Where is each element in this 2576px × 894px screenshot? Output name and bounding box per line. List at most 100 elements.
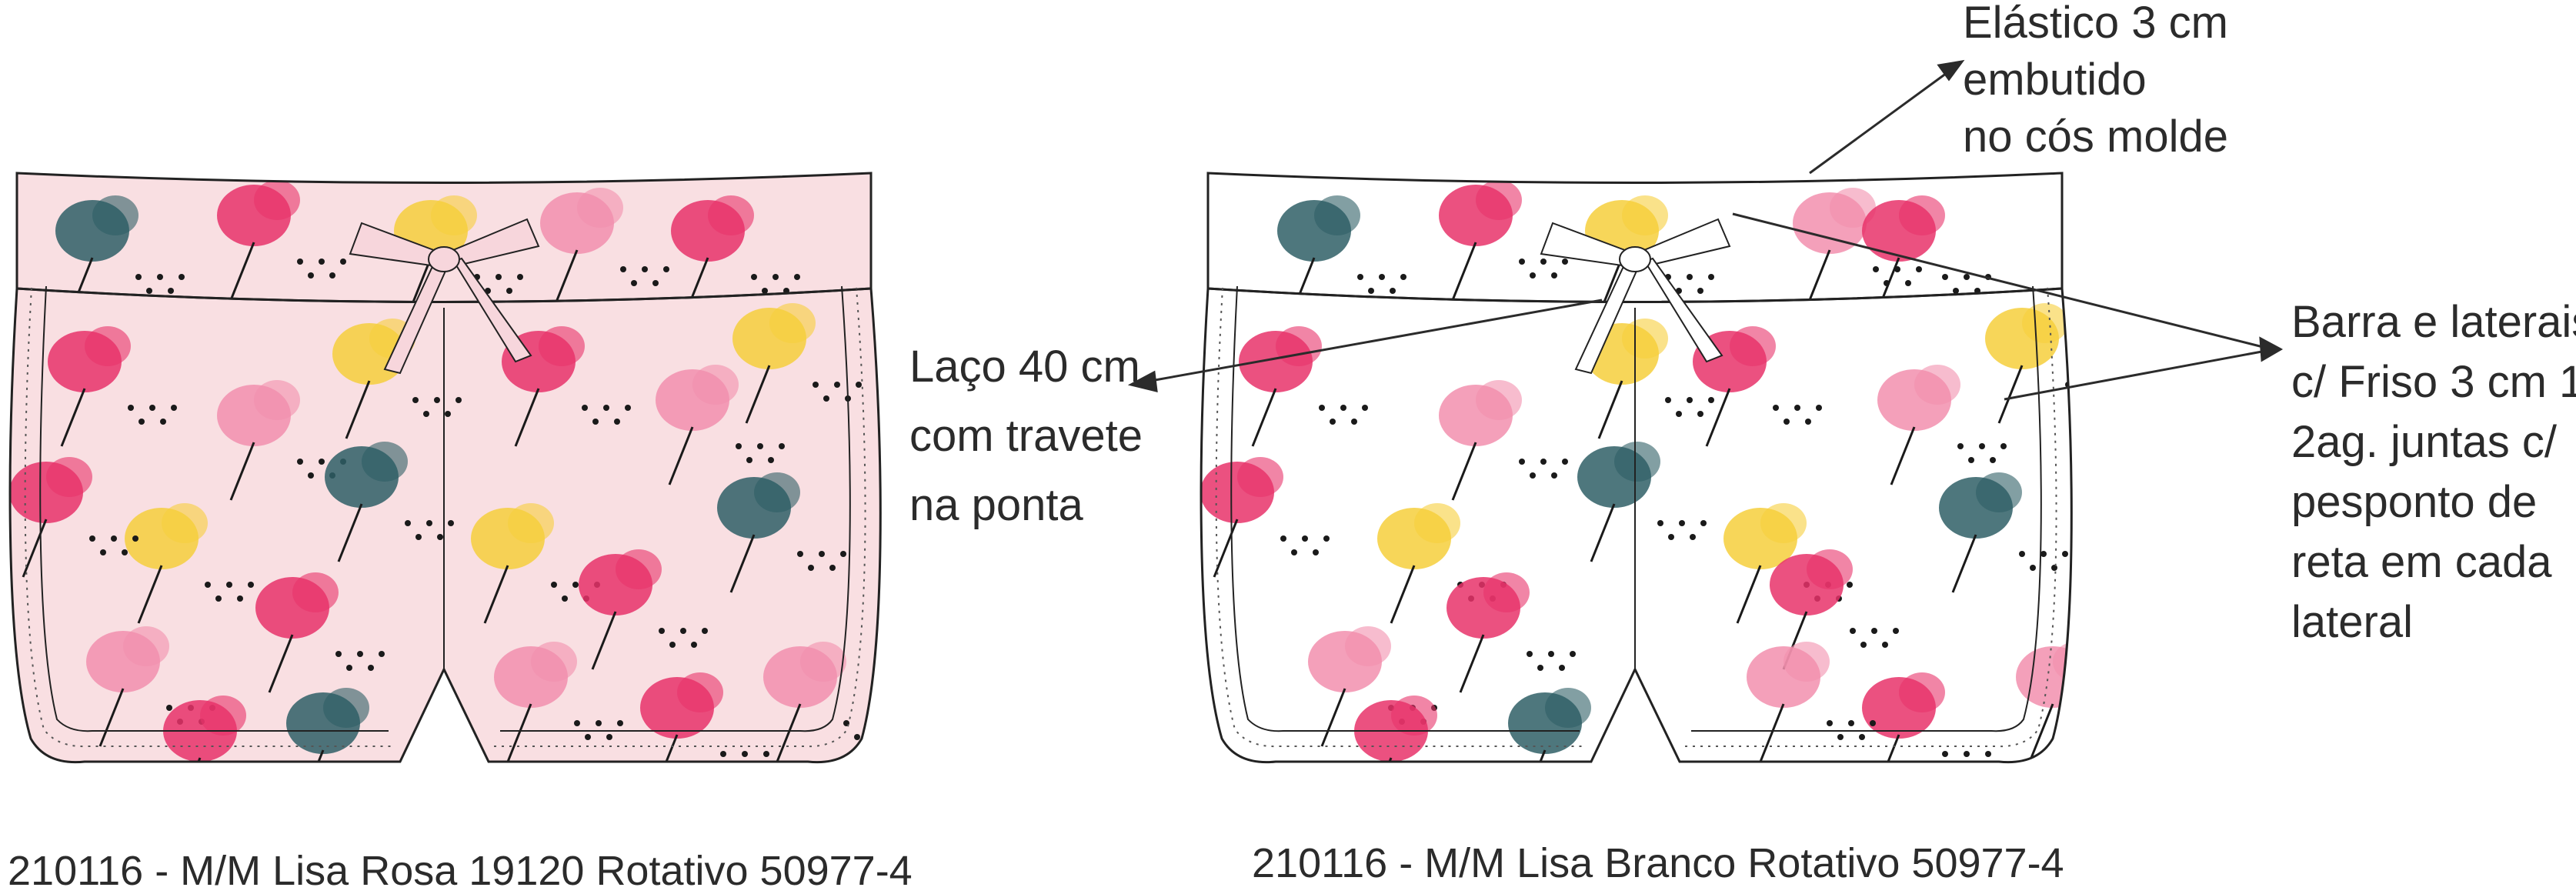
print-dot [265, 774, 271, 780]
print-dot [149, 405, 155, 411]
print-dot [1456, 774, 1462, 780]
flower-stem [1805, 249, 1831, 302]
flower-petal [1899, 195, 1945, 235]
print-dot [132, 535, 138, 542]
print-dot [297, 459, 303, 465]
print-dot [1859, 734, 1865, 740]
print-dot [1964, 274, 1970, 280]
flower-petal [431, 195, 477, 235]
flower-petal [1807, 549, 1853, 589]
print-dot [1905, 280, 1911, 286]
print-dot [1530, 272, 1536, 279]
flower-petal [1830, 188, 1876, 228]
flower-stem [1251, 388, 1277, 447]
print-dot [1319, 405, 1325, 411]
print-dot [1280, 535, 1286, 542]
flower-petal [1784, 642, 1830, 682]
bow-label: Laço 40 cm com travete na ponta [909, 342, 1155, 530]
print-dot [368, 665, 374, 671]
print-dot [823, 395, 829, 402]
print-dot [551, 582, 557, 588]
print-dot [412, 397, 419, 403]
print-dot [1330, 419, 1336, 425]
flower-stem [1997, 365, 2024, 424]
print-dot [562, 595, 568, 602]
print-dot [2051, 565, 2057, 571]
caption-rosa: 210116 - M/M Lisa Rosa 19120 Rotativo 50… [8, 848, 913, 894]
print-dot [1837, 734, 1844, 740]
print-dot [308, 472, 314, 479]
flower-petal [1914, 365, 1960, 405]
print-dot [297, 259, 303, 265]
flower-petal [1622, 195, 1668, 235]
flower-stem [1320, 688, 1346, 747]
print-dot [308, 272, 314, 279]
flower-stem [1290, 257, 1316, 302]
print-dot [1871, 628, 1877, 634]
print-dot [582, 405, 588, 411]
print-dot [1942, 751, 1948, 757]
print-dot [1540, 259, 1547, 265]
print-dot [652, 280, 659, 286]
flower-stem [1705, 388, 1731, 447]
flower-stem [552, 249, 579, 302]
print-dot [1551, 472, 1557, 479]
print-dot [659, 628, 665, 634]
flower-stem [175, 757, 202, 762]
print-dot [2097, 395, 2104, 402]
print-dot [157, 274, 163, 280]
flower-petal [1760, 503, 1807, 543]
flower-petal [800, 642, 846, 682]
flower-petal [677, 672, 723, 712]
print-dot [1527, 651, 1533, 657]
print-dot [2096, 720, 2102, 726]
binding-arrowhead [2259, 336, 2284, 362]
binding-stitch [24, 287, 866, 748]
print-dot [286, 774, 292, 780]
flower-petal [1414, 503, 1460, 543]
print-dot [1357, 274, 1363, 280]
flower-stem [683, 257, 709, 302]
flower-petal [362, 442, 408, 482]
print-dot [1805, 419, 1811, 425]
print-dot [226, 582, 232, 588]
print-dot [1400, 274, 1406, 280]
flower-petal [769, 303, 816, 343]
print-dot [856, 382, 862, 388]
print-dot [1882, 642, 1888, 648]
flower-stem [268, 634, 294, 693]
floral-print [1201, 303, 2104, 780]
print-dot [1368, 288, 1374, 294]
print-dot [763, 751, 769, 757]
print-dot [669, 642, 676, 648]
print-dot [1870, 720, 1876, 726]
print-dot [319, 459, 325, 465]
print-dot [1953, 765, 1959, 771]
print-dot [625, 405, 631, 411]
print-dot [399, 780, 405, 786]
flower-petal [323, 688, 369, 728]
print-dot [237, 595, 243, 602]
print-dot [854, 734, 860, 740]
flower-stem [1459, 634, 1485, 693]
flower-stem [2028, 703, 2054, 762]
print-dot [1964, 751, 1970, 757]
print-dot [1588, 766, 1594, 772]
elastic-arrow [1809, 72, 1947, 175]
bow-knot [428, 246, 460, 272]
bow-arrow [1146, 299, 1603, 383]
print-dot [1968, 457, 1974, 463]
binding-inner-left [1230, 285, 1580, 732]
flower-stem [514, 388, 540, 447]
flower-stem [229, 242, 255, 301]
print-dot [1631, 766, 1637, 772]
print-dot [254, 788, 260, 794]
print-dot [1848, 720, 1854, 726]
print-dot [768, 457, 774, 463]
print-dot [1537, 665, 1543, 671]
print-dot [1697, 288, 1703, 294]
flower-petal [162, 503, 208, 543]
flower-stem [1590, 503, 1616, 562]
print-dot [1979, 443, 1985, 449]
